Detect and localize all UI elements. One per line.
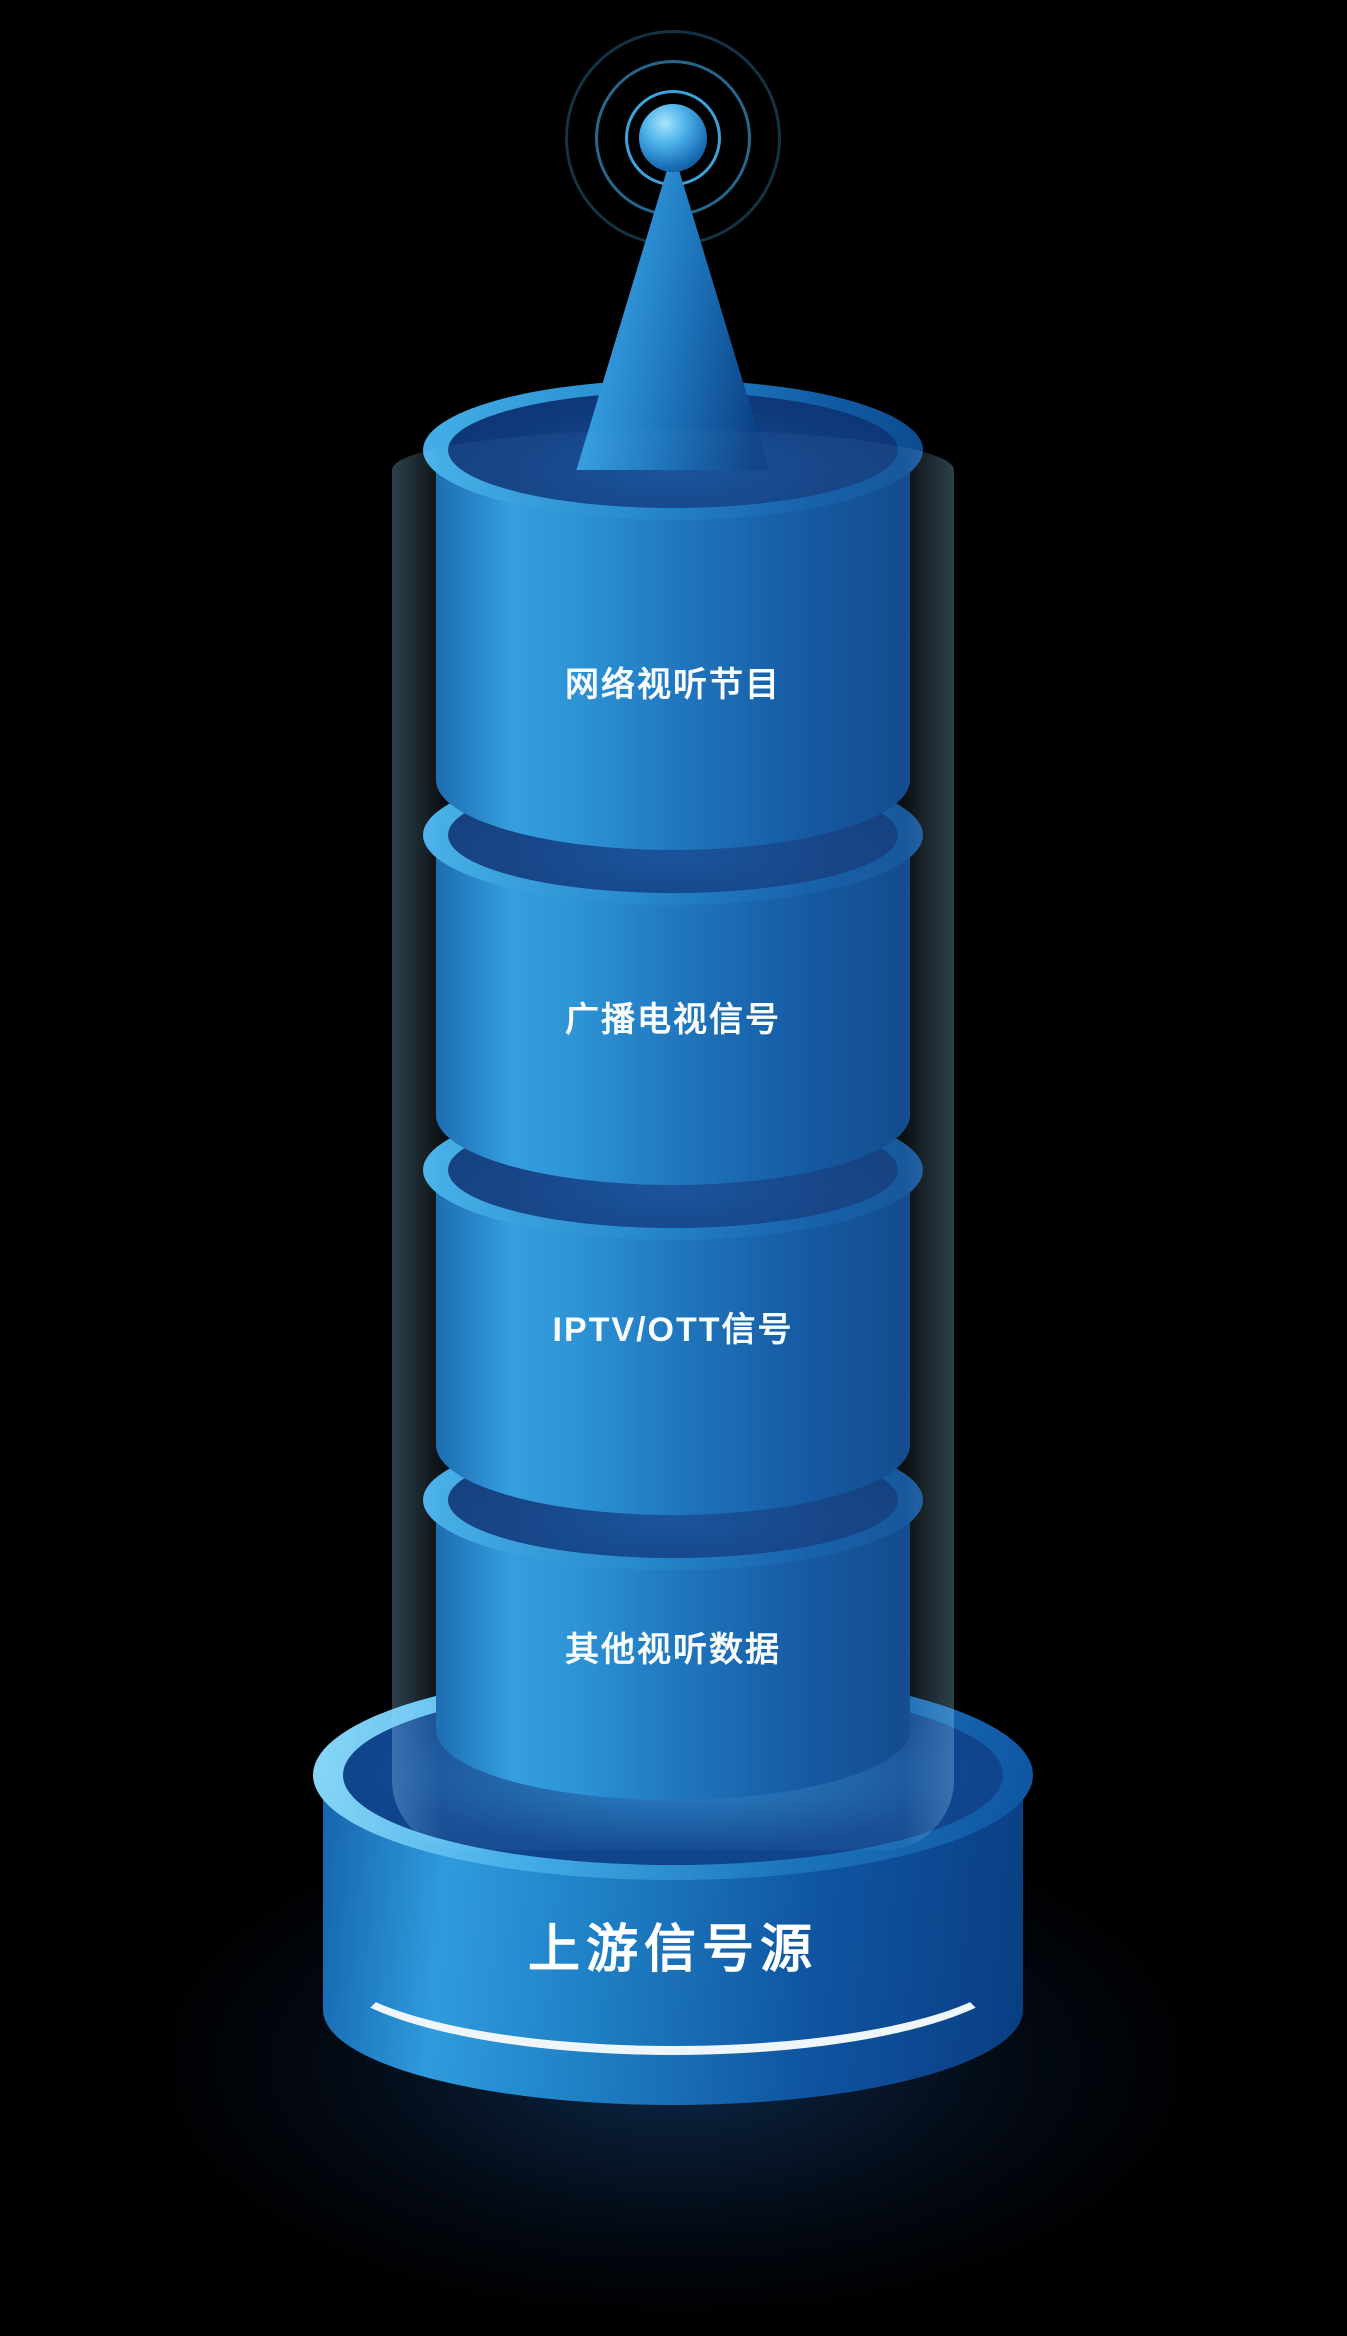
segment-label: IPTV/OTT信号 [552,1311,794,1349]
segment-label: 其他视听数据 [565,1631,781,1669]
segment-label: 广播电视信号 [565,1001,781,1039]
antenna-ball-icon [639,104,707,172]
base-stripe [323,1865,1023,2055]
cylinder-body: IPTV/OTT信号 [436,1170,910,1515]
segment-label: 网络视听节目 [565,666,781,704]
base-title: 上游信号源 [527,1921,818,1979]
